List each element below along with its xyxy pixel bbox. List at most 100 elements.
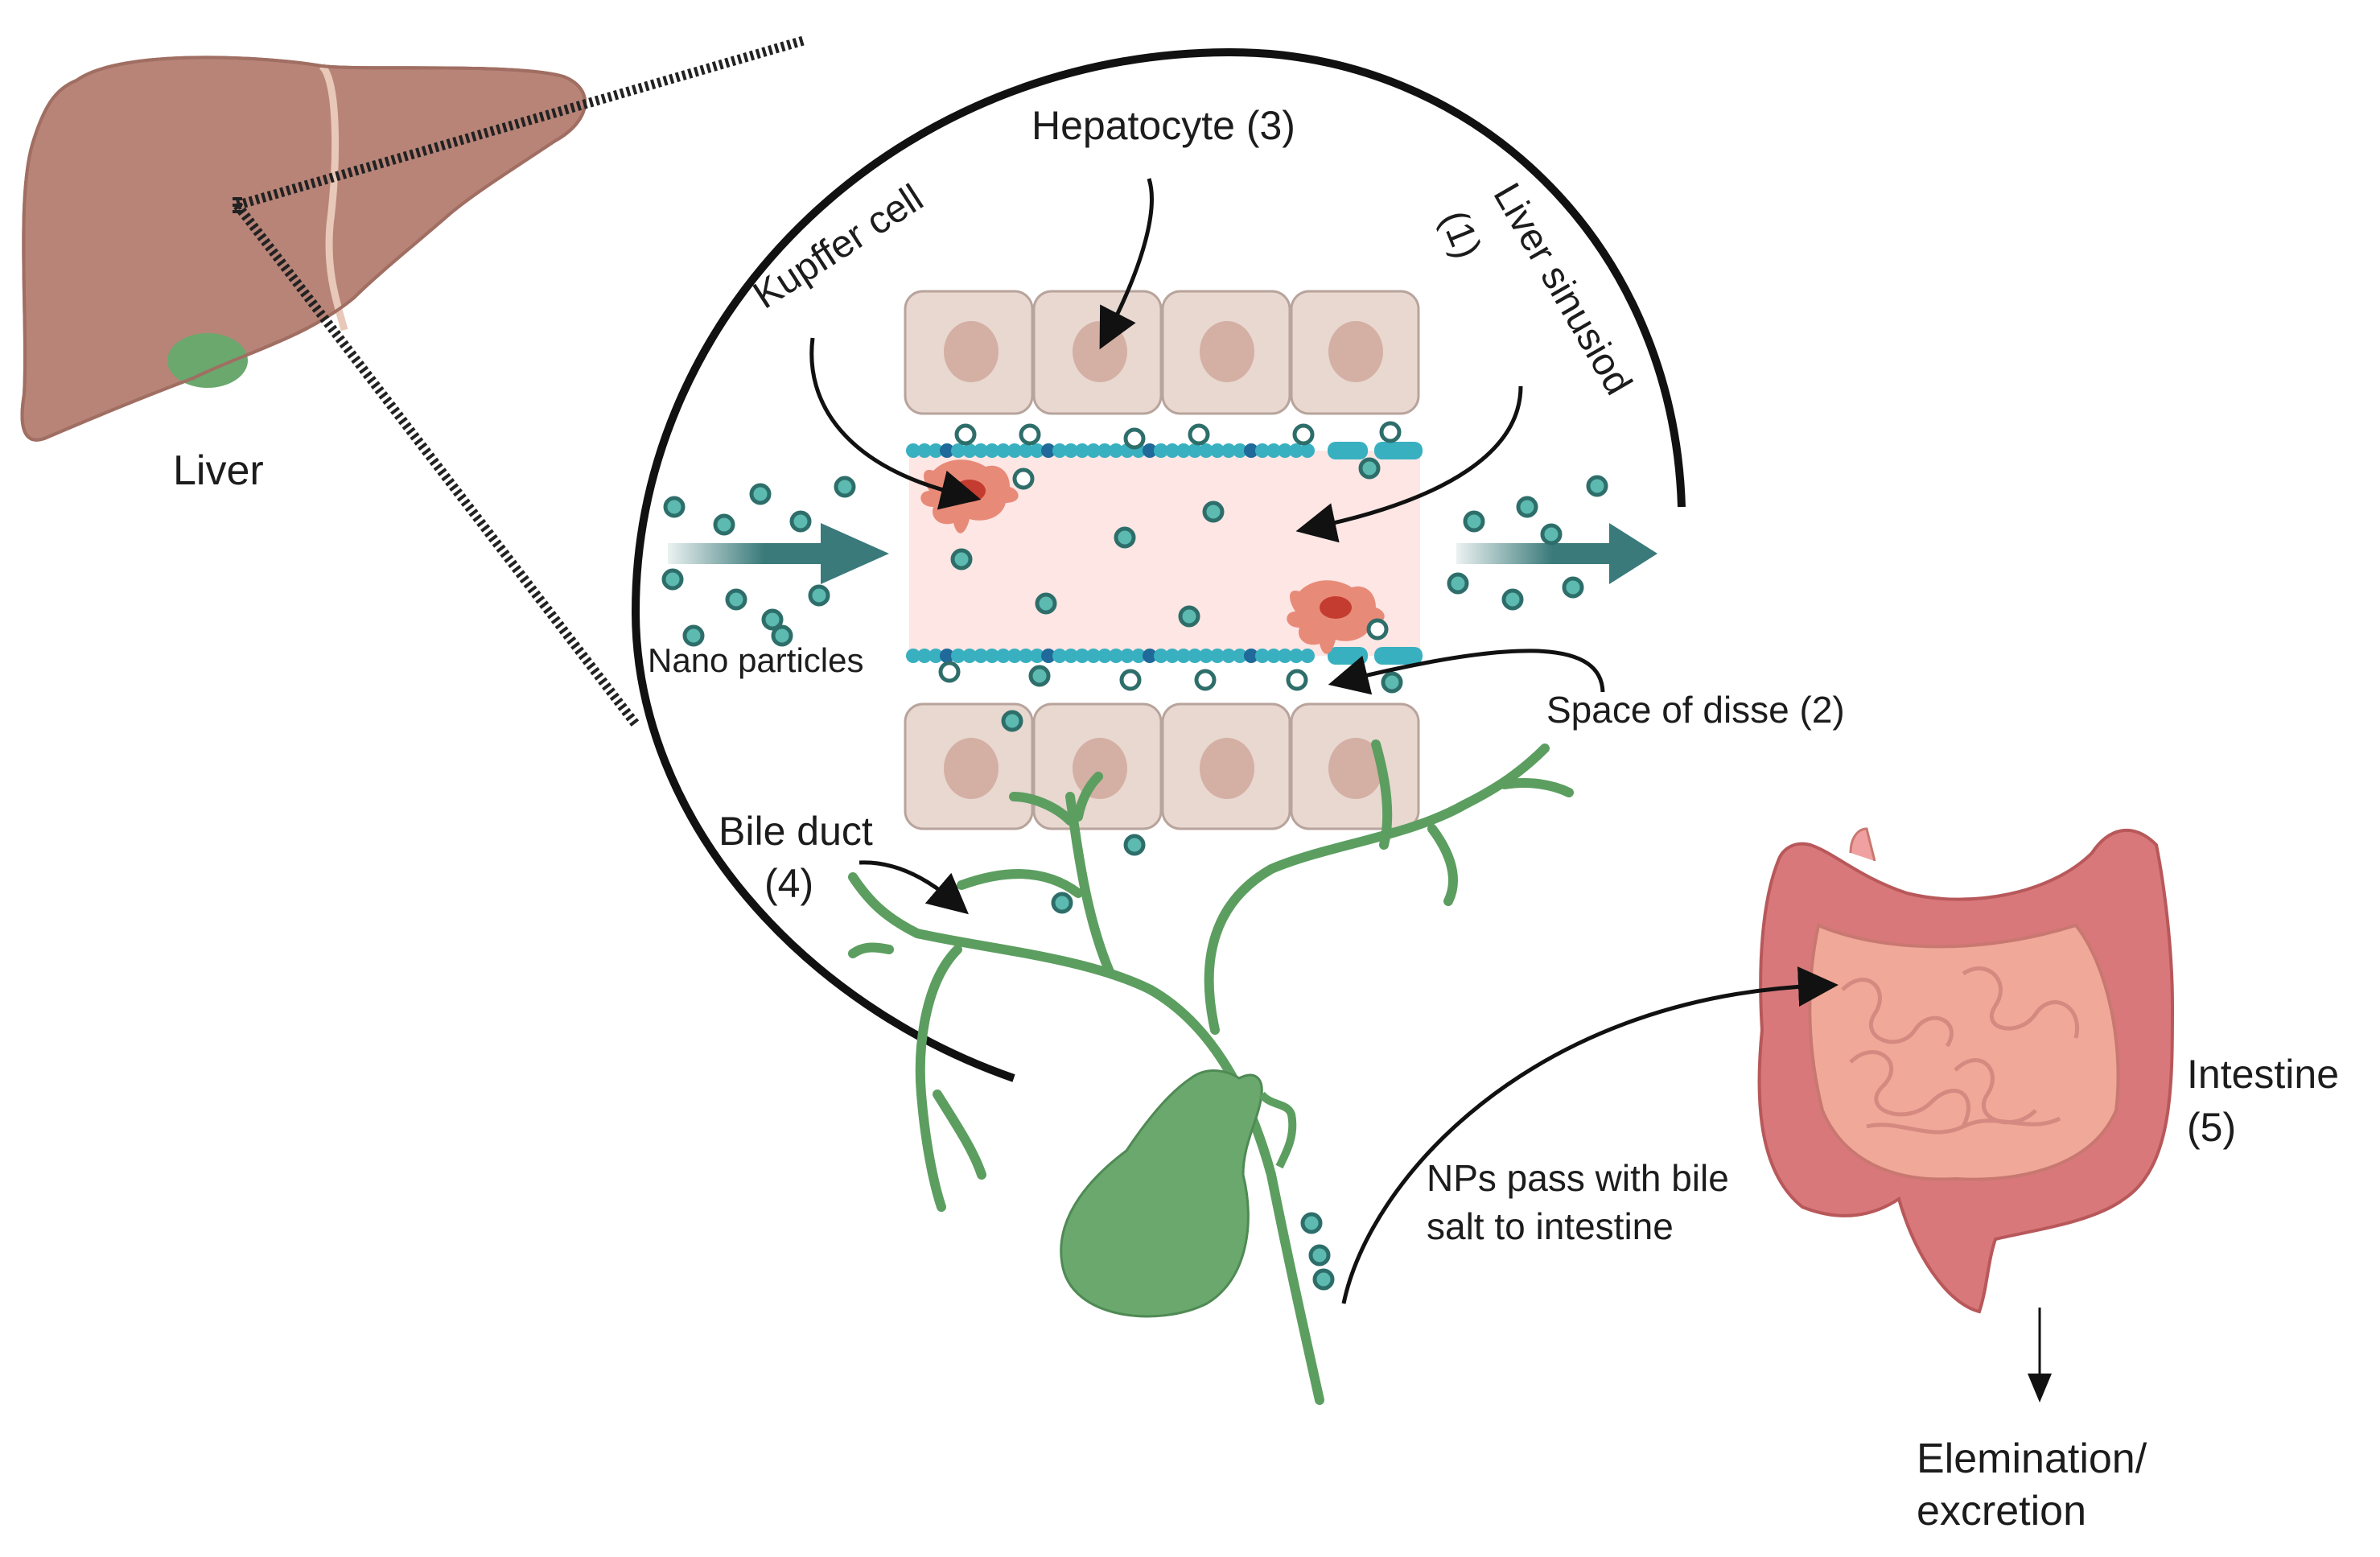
endothelial-cell: [1176, 649, 1191, 663]
endothelial-cell: [1176, 443, 1191, 458]
nanoparticle: [1035, 592, 1057, 615]
nanoparticle: [1178, 605, 1200, 628]
nanoparticle: [1051, 892, 1073, 914]
small-intestine: [1808, 923, 2120, 1181]
nanoparticle: [1123, 427, 1146, 450]
kupffer-arrow: [809, 337, 982, 510]
endothelial-cell: [1007, 649, 1022, 663]
endothelial-cell: [962, 649, 977, 663]
endothelial-cell: [996, 443, 1011, 458]
sinusoid-number: (1): [1432, 204, 1489, 264]
nanoparticle: [1194, 669, 1217, 691]
elimination-label-line1: Elemination/: [1917, 1435, 2147, 1482]
endothelial-cell: [1165, 649, 1180, 663]
nanoparticle: [1540, 523, 1563, 546]
hepatocyte-label: Hepatocyte (3): [1031, 103, 1295, 148]
endothelial-cell: [1278, 649, 1292, 663]
endothelial-cell: [1030, 649, 1044, 663]
endothelial-cell: [1199, 443, 1213, 458]
endothelial-cell: [1086, 443, 1101, 458]
endothelial-cell: [1278, 443, 1292, 458]
endothelial-cell: [1154, 649, 1168, 663]
nanoparticle: [1586, 475, 1608, 497]
hepatocyte-cell: [1161, 290, 1291, 415]
endothelial-cell: [940, 443, 954, 458]
endothelial-cell: [974, 649, 988, 663]
nanoparticle: [1202, 500, 1225, 523]
nanoparticle: [682, 624, 705, 647]
endothelium-top: [906, 442, 1423, 459]
endothelial-cell: [929, 649, 943, 663]
endothelial-cell: [1289, 649, 1303, 663]
endothelial-cell: [940, 649, 954, 663]
bile-duct-arrow: [859, 860, 969, 915]
endothelial-cell: [1328, 442, 1368, 459]
nanoparticle: [1001, 710, 1023, 732]
endothelial-cell: [1244, 649, 1258, 663]
liver-label: Liver: [173, 447, 264, 494]
nanoparticle: [1516, 496, 1538, 518]
sinusoid-arrow: [1295, 385, 1523, 543]
hepatocyte-arrow: [1099, 178, 1154, 350]
endothelial-cell: [1255, 443, 1270, 458]
nanoparticle: [1286, 669, 1308, 691]
nanoparticle: [1123, 834, 1146, 856]
endothelial-cell: [1097, 649, 1112, 663]
nanoparticle: [1312, 1268, 1335, 1291]
hepatocyte-cell: [904, 702, 1034, 830]
liver-shape: [20, 56, 587, 442]
endothelial-cell: [1064, 649, 1078, 663]
endothelial-cell: [985, 649, 999, 663]
nanoparticle: [1012, 468, 1035, 490]
nanoparticle: [663, 496, 686, 518]
endothelial-cell: [1007, 443, 1022, 458]
endothelial-cell: [1210, 443, 1225, 458]
endothelial-cell: [906, 443, 920, 458]
endothelial-cell: [1064, 443, 1078, 458]
nanoparticle: [713, 513, 735, 536]
endothelial-cell: [996, 649, 1011, 663]
endothelial-cell: [1143, 443, 1157, 458]
hepatocyte-cell: [1290, 702, 1420, 830]
endothelium-bottom: [906, 647, 1423, 665]
gallbladder: [1060, 1069, 1297, 1318]
nanoparticle: [1358, 457, 1381, 480]
nanoparticle: [1188, 423, 1210, 446]
endothelial-cell: [1075, 649, 1089, 663]
endothelial-cell: [1165, 443, 1180, 458]
endothelial-cell: [1199, 649, 1213, 663]
endothelial-cell: [1255, 649, 1270, 663]
nanoparticle: [1366, 618, 1389, 641]
nanoparticle: [808, 584, 830, 607]
nps-pass-arrow: [1341, 966, 1839, 1304]
bile-duct-tree: [848, 739, 1574, 1405]
endothelial-cell: [1374, 647, 1423, 665]
endothelial-cell: [1052, 443, 1067, 458]
endothelial-cell: [1097, 443, 1112, 458]
endothelial-cell: [951, 649, 966, 663]
nanoparticles-label: Nano particles: [648, 641, 863, 679]
nanoparticle: [771, 624, 793, 647]
endothelial-cell: [1188, 649, 1202, 663]
endothelial-cell: [1154, 443, 1168, 458]
endothelial-cell: [1266, 443, 1281, 458]
bile-duct-label: Bile duct: [719, 809, 873, 854]
sinusoid-label: Liver sinusiod: [1484, 176, 1640, 402]
nanoparticle: [1308, 1244, 1331, 1267]
falciform-ligament: [319, 63, 348, 332]
nanoparticle: [1019, 423, 1041, 446]
endothelial-cell: [1120, 649, 1134, 663]
nanoparticle: [1501, 588, 1524, 611]
nanoparticle: [1447, 572, 1469, 595]
endothelial-cell: [1086, 649, 1101, 663]
endothelial-cell: [917, 649, 932, 663]
endothelial-cell: [1300, 443, 1315, 458]
disse-arrow: [1328, 649, 1605, 695]
nanoparticle: [1300, 1212, 1323, 1234]
bile-duct-number: (4): [764, 861, 813, 906]
nanoparticle: [1119, 669, 1142, 691]
endothelial-cell: [1041, 649, 1056, 663]
nanoparticles: [661, 421, 1608, 1291]
endothelial-cell: [1233, 649, 1247, 663]
intestine-organ: [1757, 827, 2175, 1314]
